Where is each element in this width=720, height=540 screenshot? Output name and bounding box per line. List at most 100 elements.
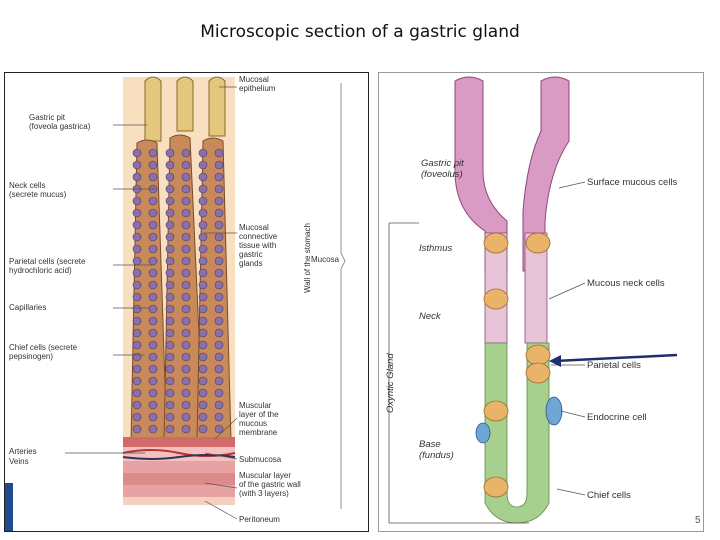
gland-cell [165,412,175,422]
gland-cell [198,388,208,398]
gland-cell [181,172,191,182]
gastric-glands [130,134,232,444]
gland-cell [165,376,175,386]
label-mucosal-connective: Mucosal connective tissue with gastric g… [239,223,278,268]
gland-cell [165,316,175,326]
gland-cell [181,292,191,302]
gland-cell [132,400,142,410]
label-submucosa: Submucosa [239,455,282,464]
gland-cell [148,160,158,170]
gland-cell [165,160,175,170]
gland-cell [198,316,208,326]
page-number: 5 [695,515,701,526]
label-arteries: Arteries [9,447,37,456]
label-base: Base (fundus) [419,439,454,461]
gland-cell [214,148,224,158]
gland-cell [165,400,175,410]
gland-cell [148,244,158,254]
gland-cell [165,208,175,218]
gland-cell [198,352,208,362]
gland-cell [214,400,224,410]
gland-cell [165,196,175,206]
gland-cell [181,184,191,194]
gland-cell [181,376,191,386]
gland-cell [214,160,224,170]
gland-cell [214,364,224,374]
gland-cell [132,352,142,362]
gastric-pit-walls [454,76,570,272]
parietal-arrow [549,353,678,367]
gland-cell [198,376,208,386]
gland-cell [198,412,208,422]
gland-cell [148,316,158,326]
left-illustration-panel: Mucosal epithelium Gastric pit (foveola … [4,72,369,532]
right-illustration-panel: Gastric pit (foveolus) Surface mucous ce… [378,72,704,532]
gland-cell [148,232,158,242]
gland-cell [181,208,191,218]
gland-cell [132,364,142,374]
label-capillaries: Capillaries [9,303,47,312]
gland-cell [181,268,191,278]
label-isthmus: Isthmus [419,243,453,254]
gland-cell [198,184,208,194]
gland-cell [132,328,142,338]
gland-cell [148,400,158,410]
label-chief-right: Chief cells [587,490,631,501]
gland-cell [165,244,175,254]
gland-cell [214,232,224,242]
gland-cell [165,172,175,182]
gastric-wall-illustration [5,76,346,531]
gland-cell [214,268,224,278]
gland-cell [181,400,191,410]
gland-cell [132,376,142,386]
gland-cell [181,424,191,434]
label-peritoneum: Peritoneum [239,515,280,524]
label-muscular-layer-mucous: Muscular layer of the mucous membrane [239,401,279,437]
gland-cell [214,328,224,338]
gland-cell [132,268,142,278]
gland-cell [132,196,142,206]
gland-cell [165,388,175,398]
gland-cell [214,184,224,194]
gland-cell [214,340,224,350]
muscularis-mucosae [123,437,235,447]
gland-cell [165,220,175,230]
gland-cells [132,148,224,434]
gland-cell [181,352,191,362]
gland-cell [198,268,208,278]
label-neck: Neck [419,311,441,322]
endocrine-cell-shape-2 [475,422,491,444]
gland-cell [181,388,191,398]
gland-cell [148,352,158,362]
label-parietal-right: Parietal cells [587,360,641,371]
gland-bracket [388,222,529,524]
gland-cell [181,232,191,242]
gland-cell [132,316,142,326]
gland-cell [132,256,142,266]
gland-cell [165,148,175,158]
oxyntic-gland-illustration [388,76,678,524]
gland-cell [214,196,224,206]
gland-cell [181,280,191,290]
label-muscular-layer-wall: Muscular layer of the gastric wall (with… [239,471,301,498]
gland-cell [148,412,158,422]
gland-cell [132,232,142,242]
gland-cell [165,424,175,434]
gland-cell [148,376,158,386]
mucosal-epithelium-pits [144,76,226,142]
gland-cell [148,364,158,374]
gland-cell [165,280,175,290]
label-mucosa: Mucosa [311,255,340,264]
gland-cell [198,256,208,266]
gland-cell [181,340,191,350]
gland-cell [198,196,208,206]
gland-cell [132,220,142,230]
gland-cell [181,160,191,170]
gland-cell [214,280,224,290]
gland-cell [148,256,158,266]
gland-cell [148,340,158,350]
label-mucous-neck: Mucous neck cells [587,278,665,289]
gland-cell [198,424,208,434]
gland-cell [181,244,191,254]
muscular-layer-3 [123,485,235,497]
